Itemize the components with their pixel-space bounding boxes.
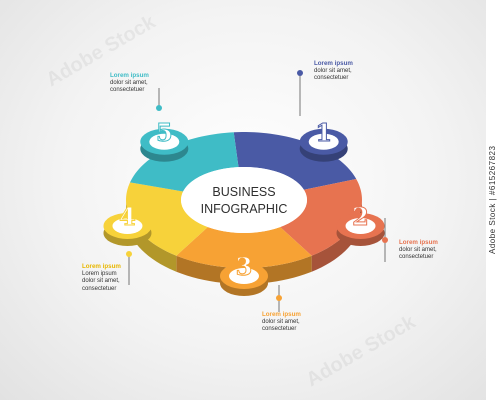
connector-2: [382, 218, 388, 262]
callout-5-body: dolor sit amet, consectetuer: [110, 80, 148, 94]
step-tab-5: 5: [140, 117, 189, 162]
step-number-2: 2: [352, 202, 369, 231]
callout-step-1: Lorem ipsum dolor sit amet, consectetuer: [314, 60, 353, 83]
callout-step-3: Lorem ipsum dolor sit amet, consectetuer: [262, 311, 301, 334]
center-hole: [181, 167, 307, 233]
center-title-line2: INFOGRAPHIC: [201, 202, 288, 216]
ring-segment-1: [233, 132, 357, 190]
step-number-3: 3: [236, 252, 253, 281]
ring-side-2: [311, 200, 362, 272]
callout-3-title: Lorem ipsum: [262, 311, 301, 318]
connector-4: [126, 251, 132, 285]
stock-id: #615267823: [488, 145, 497, 196]
ring-segment-3: [176, 227, 312, 268]
step-number-4: 4: [119, 202, 136, 231]
callout-2-title: Lorem ipsum: [399, 239, 438, 246]
callout-2-body: dolor sit amet, consectetuer: [399, 247, 437, 261]
callout-1-body: dolor sit amet, consectetuer: [314, 68, 352, 82]
step-tab-4: 4: [103, 201, 152, 246]
watermark-label: Adobe Stock: [488, 203, 497, 255]
callout-4-body: Lorem ipsum dolor sit amet, consectetuer: [82, 271, 120, 292]
callout-step-5: Lorem ipsum dolor sit amet, consectetuer: [110, 72, 149, 95]
step-tab-1: 1: [299, 117, 348, 162]
step-number-5: 5: [156, 118, 173, 147]
connector-5: [156, 88, 162, 111]
callout-5-title: Lorem ipsum: [110, 72, 149, 79]
ring-segment-5: [130, 132, 239, 192]
step-tab-3: 3: [220, 252, 268, 296]
infographic-diagram: 1 2 3 4 5 BUSINESS INFOGRAPHIC: [103, 70, 388, 312]
callout-3-body: dolor sit amet, consectetuer: [262, 319, 300, 333]
connector-3: [276, 285, 282, 312]
stock-id-strip: Adobe Stock | #615267823: [486, 0, 500, 400]
center-title-line1: BUSINESS: [212, 185, 275, 199]
step-tab-2: 2: [336, 201, 385, 246]
ring-side-4: [126, 200, 177, 272]
step-number-1: 1: [315, 118, 332, 147]
connector-1: [297, 70, 303, 116]
callout-4-title: Lorem ipsum: [82, 263, 121, 270]
callout-1-title: Lorem ipsum: [314, 60, 353, 67]
callout-step-4: Lorem ipsum Lorem ipsum dolor sit amet, …: [82, 263, 121, 293]
callout-step-2: Lorem ipsum dolor sit amet, consectetuer: [399, 239, 438, 262]
